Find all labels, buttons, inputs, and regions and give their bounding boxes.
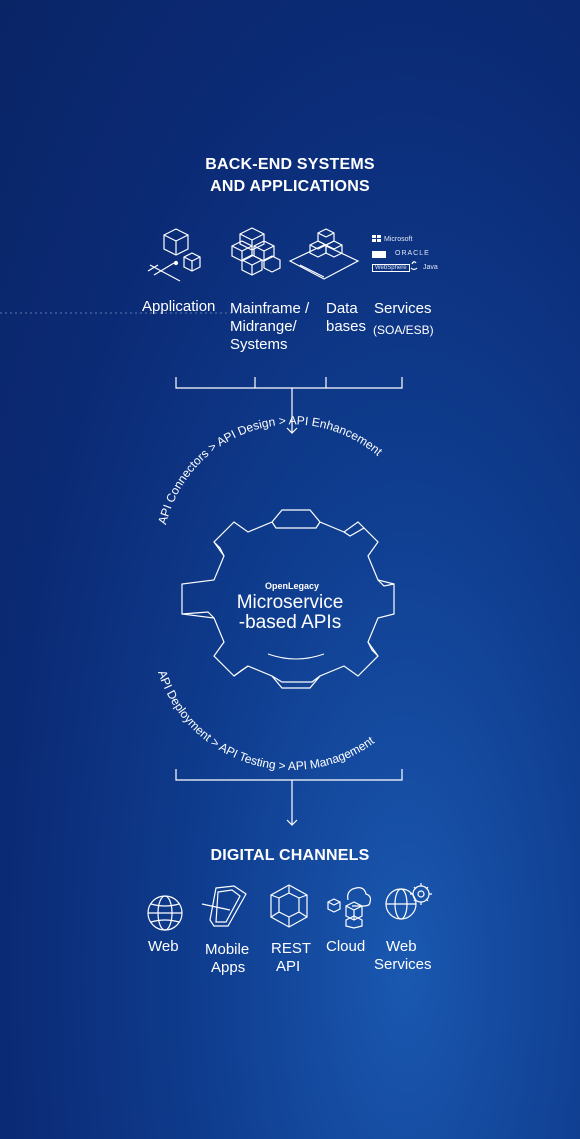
label-services-line1: Services [374,300,432,317]
label-cloud: Cloud [326,938,366,955]
application-icon [147,228,201,282]
dotted-separator [0,312,290,314]
brand-java: Java [423,264,438,271]
gear-brand: OpenLegacy [264,581,320,591]
top-bracket-arrow [175,377,403,434]
web-services-icon [385,883,432,920]
microsoft-icon [372,235,382,243]
gear-title-line1: Microservice [236,592,344,613]
database-icon [288,228,360,280]
label-mainframe-line3: Systems [230,336,288,353]
label-mainframe-line2: Midrange/ [230,318,297,335]
label-databases-line2: bases [326,318,367,335]
digital-channels-heading: DIGITAL CHANNELS [210,847,370,864]
label-mainframe-line1: Mainframe / [230,300,310,317]
cloud-icon [327,887,372,929]
label-rest-line1: REST [271,940,312,957]
mobile-icon [201,885,247,927]
label-application: Application [142,298,216,315]
sap-icon [372,251,386,258]
bottom-bracket-arrow [175,769,403,826]
rest-api-icon [270,884,308,928]
gear-icon [181,509,395,689]
label-webservices-line1: Web [386,938,417,955]
web-icon [147,895,183,931]
backend-heading-line2: AND APPLICATIONS [210,178,370,195]
label-rest-line2: API [276,958,301,975]
label-mobile-line2: Apps [211,959,246,976]
gear-title-line2: -based APIs [238,612,342,633]
label-databases-line1: Data [326,300,358,317]
label-webservices-line2: Services [374,956,432,973]
label-web: Web [148,938,179,955]
label-services-line2: (SOA/ESB) [373,323,434,337]
backend-heading-line1: BACK-END SYSTEMS [205,156,375,173]
label-mobile-line1: Mobile [205,941,250,958]
brand-oracle: ORACLE [395,250,430,257]
mainframe-icon [231,227,281,276]
java-icon [410,258,418,272]
brand-microsoft: Microsoft [384,236,413,243]
brand-websphere: WebSphere [372,264,410,272]
